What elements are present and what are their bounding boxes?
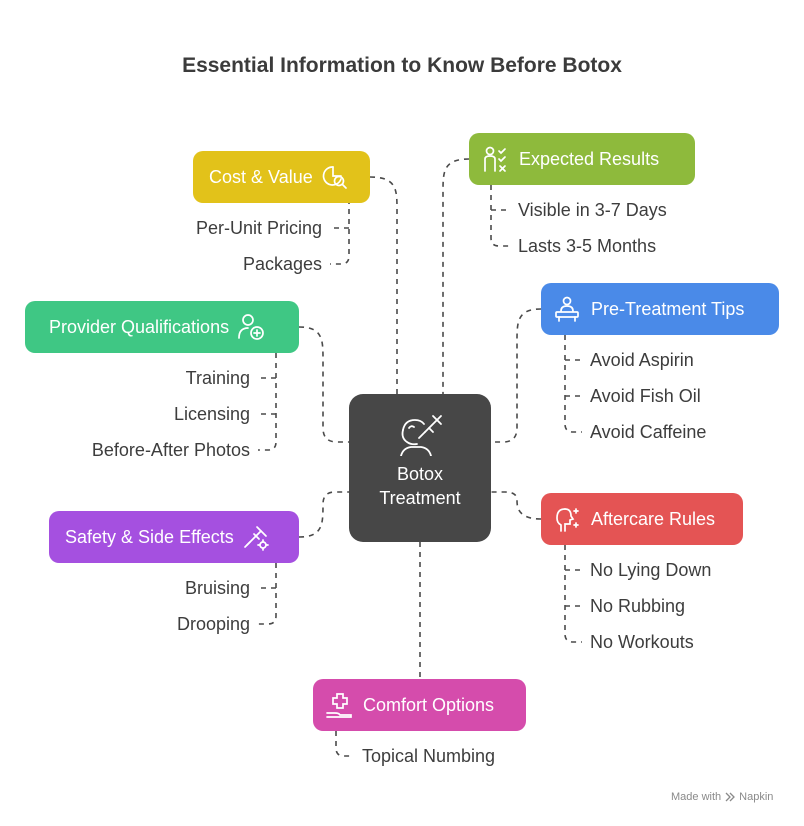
cost-value-box: Cost & Value bbox=[193, 151, 370, 203]
footer-brand: Napkin bbox=[739, 791, 774, 803]
napkin-logo-icon bbox=[725, 792, 736, 802]
comfort-item-1: Topical Numbing bbox=[362, 746, 496, 766]
person-checklist-icon bbox=[484, 146, 506, 172]
footer-made-with: Made with bbox=[671, 791, 722, 803]
face-syringe-icon bbox=[400, 415, 442, 456]
aftercare-rules-box: Aftercare Rules bbox=[541, 493, 743, 545]
doctor-plus-icon bbox=[238, 314, 264, 340]
comfort-options-label: Comfort Options bbox=[363, 694, 495, 715]
pie-chart-magnifier-icon bbox=[322, 166, 347, 189]
cost-item-2: Packages bbox=[242, 254, 322, 274]
provider-item-1: Training bbox=[185, 368, 250, 388]
pretreatment-item-1: Avoid Aspirin bbox=[590, 350, 694, 370]
comfort-options-box: Comfort Options bbox=[313, 679, 526, 731]
cost-item-1: Per-Unit Pricing bbox=[195, 218, 322, 238]
page-title: Essential Information to Know Before Bot… bbox=[182, 54, 622, 77]
aftercare-item-3: No Workouts bbox=[590, 632, 694, 652]
provider-item-3: Before-After Photos bbox=[91, 440, 250, 460]
pre-treatment-tips-box: Pre-Treatment Tips bbox=[541, 283, 779, 335]
expected-results-label: Expected Results bbox=[519, 148, 660, 169]
face-sparkle-icon bbox=[556, 508, 579, 532]
pretreatment-item-2: Avoid Fish Oil bbox=[590, 386, 701, 406]
hand-plus-icon bbox=[326, 693, 352, 718]
cost-value-label: Cost & Value bbox=[209, 166, 313, 187]
center-line-2: Treatment bbox=[379, 488, 461, 508]
expected-results-box: Expected Results bbox=[469, 133, 695, 185]
footer-credit: Made with Napkin bbox=[671, 791, 773, 803]
syringe-virus-icon bbox=[243, 526, 269, 551]
aftercare-item-1: No Lying Down bbox=[590, 560, 712, 580]
center-node: Botox Treatment bbox=[349, 394, 491, 542]
aftercare-rules-label: Aftercare Rules bbox=[591, 508, 716, 529]
provider-qualifications-label: Provider Qualifications bbox=[49, 316, 230, 337]
center-node-label: Botox Treatment bbox=[379, 462, 460, 510]
results-item-2: Lasts 3-5 Months bbox=[518, 236, 657, 256]
patient-consultation-icon bbox=[555, 296, 579, 322]
pretreatment-item-3: Avoid Caffeine bbox=[590, 422, 707, 442]
results-item-1: Visible in 3-7 Days bbox=[518, 200, 667, 220]
safety-item-2: Drooping bbox=[176, 614, 250, 634]
safety-item-1: Bruising bbox=[184, 578, 250, 598]
center-line-1: Botox bbox=[396, 464, 444, 484]
pre-treatment-tips-label: Pre-Treatment Tips bbox=[591, 298, 745, 319]
provider-qualifications-box: Provider Qualifications bbox=[25, 301, 299, 353]
safety-side-effects-box: Safety & Side Effects bbox=[49, 511, 299, 563]
provider-item-2: Licensing bbox=[173, 404, 250, 424]
aftercare-item-2: No Rubbing bbox=[590, 596, 686, 616]
safety-side-effects-label: Safety & Side Effects bbox=[65, 526, 234, 547]
